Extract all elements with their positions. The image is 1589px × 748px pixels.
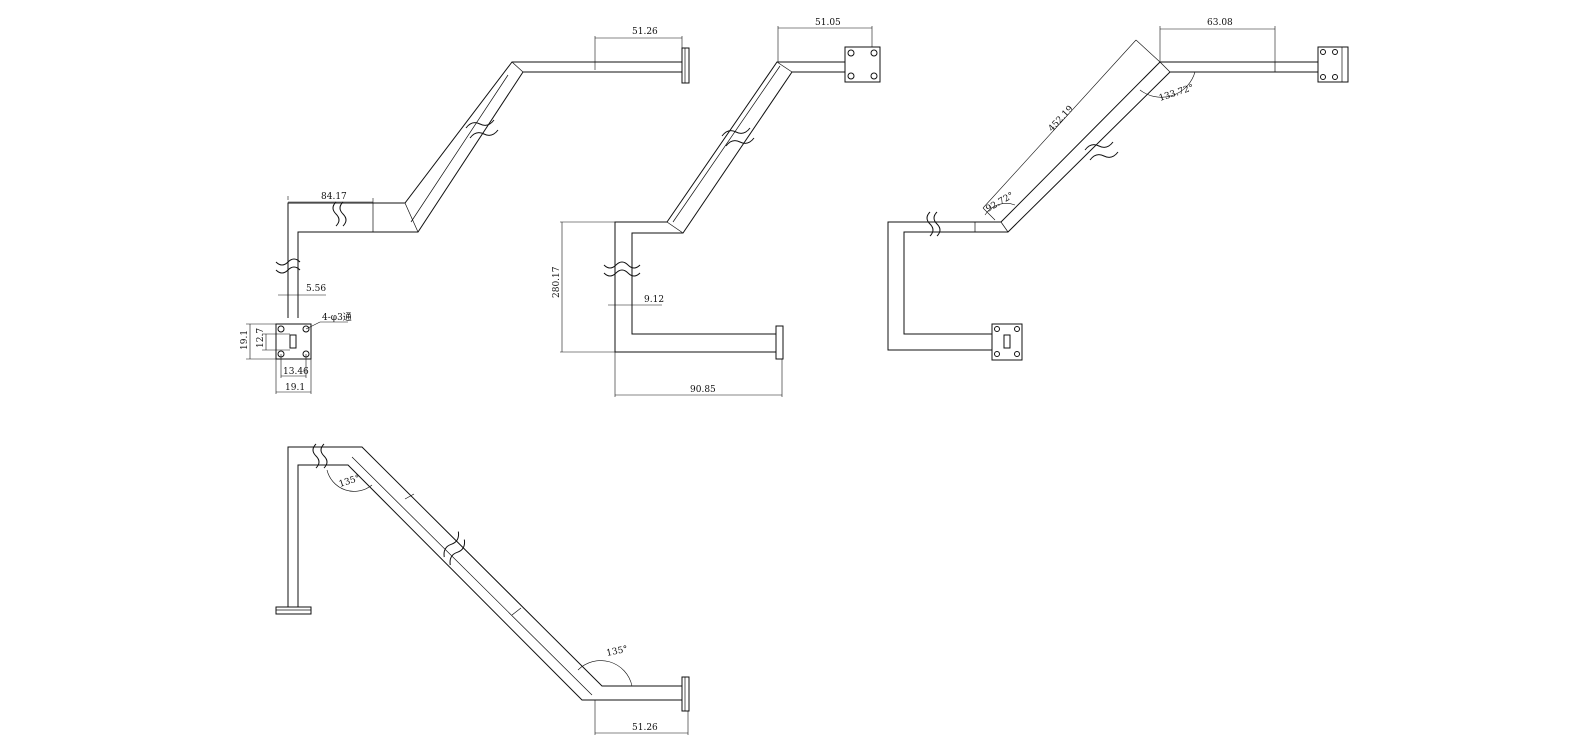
- view-2-dim-51-05: 51.05: [815, 18, 841, 28]
- view-1-dim-13-46: 13.46: [283, 367, 309, 377]
- view-1-dim-51-26: 51.26: [632, 27, 658, 37]
- view-4-angle-135-upper: 135°: [338, 474, 362, 490]
- view-1-waveguide: 51.26 84.17 5.56 4-φ3通 12.7 19.1 13.46 1…: [240, 27, 690, 394]
- view-1-dim-5-56: 5.56: [306, 284, 326, 294]
- view-4-waveguide: 135° 135° 51.26: [275, 443, 690, 735]
- view-1-dim-19-1-horizontal: 19.1: [285, 383, 305, 393]
- view-1-dim-12-7: 12.7: [256, 328, 266, 348]
- view-3-dim-63-08: 63.08: [1207, 18, 1233, 28]
- view-3-dim-452-19: 452.19: [1047, 104, 1076, 134]
- view-3-waveguide: 63.08 452.19 133.72° 92.72°: [887, 18, 1349, 361]
- view-4-dim-51-26: 51.26: [632, 723, 658, 733]
- view-2-dim-280-17: 280.17: [552, 266, 562, 298]
- view-1-dim-84-17: 84.17: [321, 192, 347, 202]
- view-3-angle-92-72: 92.72°: [985, 191, 1016, 215]
- view-2-waveguide: 51.05 280.17 9.12 90.85: [552, 18, 881, 397]
- view-4-angle-135-lower: 135°: [606, 645, 629, 659]
- view-1-hole-note: 4-φ3通: [322, 312, 352, 323]
- view-1-dim-19-1-vertical: 19.1: [240, 330, 250, 350]
- view-3-angle-133-72: 133.72°: [1158, 83, 1195, 104]
- view-2-dim-9-12: 9.12: [644, 295, 664, 305]
- view-2-dim-90-85: 90.85: [690, 385, 716, 395]
